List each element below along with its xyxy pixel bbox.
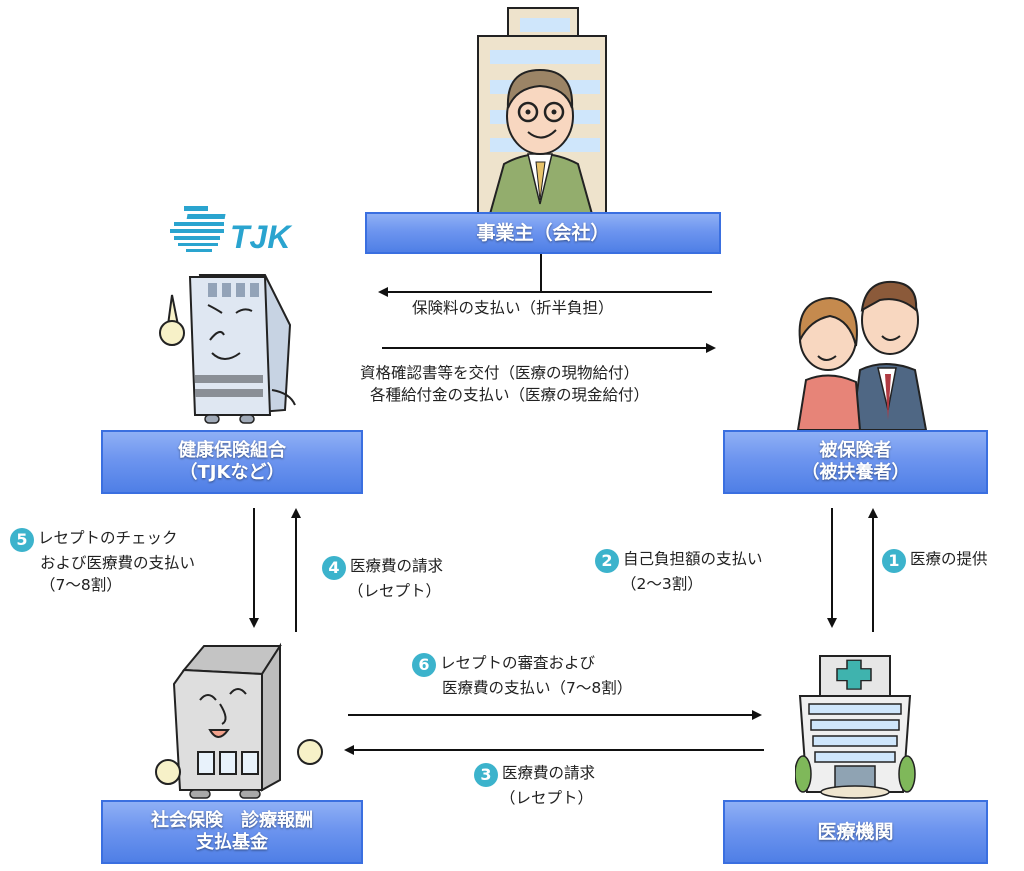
tjk-logo-text: TJK: [230, 219, 293, 255]
step4-line-1: 医療費の請求: [350, 557, 444, 575]
step5-badge: 5: [10, 528, 34, 552]
node-insured: 被保険者 （被扶養者）: [723, 430, 988, 494]
node-insured-line-1: 被保険者: [819, 440, 892, 462]
premium-label: 保険料の支払い（折半負担）: [412, 297, 614, 319]
node-health-insurance-union-line-1: 健康保険組合: [178, 440, 286, 462]
step6-line-2: 医療費の支払い（7〜8割）: [442, 679, 633, 697]
node-employer-label: 事業主（会社）: [476, 221, 610, 244]
step2-badge: 2: [595, 549, 619, 573]
step5-line-3: （7〜8割）: [40, 576, 122, 594]
step5-line-2: および医療費の支払い: [40, 554, 196, 572]
premium-label-text: 保険料の支払い（折半負担）: [412, 299, 614, 317]
node-employer: 事業主（会社）: [365, 212, 721, 254]
benefits-label-line-2: 各種給付金の支払い（医療の現金給付）: [370, 386, 650, 404]
benefits-label: 資格確認書等を交付（医療の現物給付） 各種給付金の支払い（医療の現金給付）: [360, 362, 649, 406]
step6-badge: 6: [412, 653, 436, 677]
node-payment-fund-line-2: 支払基金: [196, 832, 268, 853]
node-medical-institution: 医療機関: [723, 800, 988, 864]
tjk-logo: TJK: [168, 200, 308, 264]
step1-line-1: 医療の提供: [910, 550, 988, 568]
benefits-label-line-1: 資格確認書等を交付（医療の現物給付）: [360, 364, 640, 382]
hospital-illustration: [795, 655, 916, 799]
tjk-logo-mark-icon: TJK: [170, 206, 293, 255]
step4-badge: 4: [322, 556, 346, 580]
step3-line-1: 医療費の請求: [502, 764, 596, 782]
node-health-insurance-union: 健康保険組合 （TJKなど）: [101, 430, 363, 494]
step2-line-2: （2〜3割）: [621, 575, 703, 593]
node-health-insurance-union-line-2: （TJKなど）: [179, 462, 285, 483]
node-payment-fund: 社会保険 診療報酬 支払基金: [101, 800, 363, 864]
step5-line-1: レセプトのチェック: [38, 529, 178, 547]
node-payment-fund-line-1: 社会保険 診療報酬: [151, 810, 313, 832]
health-union-mascot-illustration: [159, 274, 296, 424]
step2-line-1: 自己負担額の支払い: [623, 550, 763, 568]
step6-line-1: レセプトの審査および: [440, 654, 596, 672]
node-insured-line-2: （被扶養者）: [801, 462, 910, 483]
node-medical-institution-label: 医療機関: [817, 820, 894, 843]
step3-line-2: （レセプト）: [500, 789, 594, 807]
payment-fund-mascot-illustration: [155, 642, 323, 799]
step1-badge: 1: [882, 549, 906, 573]
employer-illustration: [477, 7, 607, 214]
step3-badge: 3: [474, 763, 498, 787]
step4-line-2: （レセプト）: [348, 582, 442, 600]
insured-couple-illustration: [796, 280, 928, 430]
